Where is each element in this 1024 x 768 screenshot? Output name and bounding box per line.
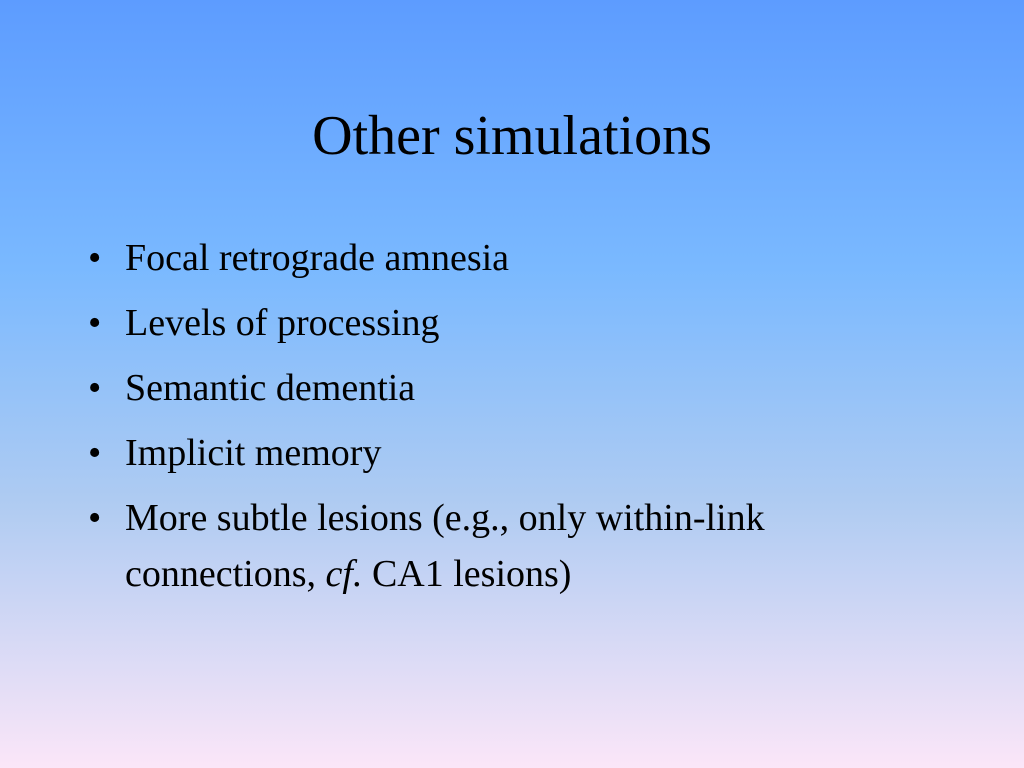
bullet-item: • Implicit memory: [88, 425, 948, 481]
bullet-icon: •: [88, 302, 102, 344]
bullet-text: Semantic dementia: [125, 367, 416, 409]
bullet-text-part: CA1 lesions): [362, 553, 572, 595]
bullet-icon: •: [88, 497, 102, 539]
bullet-text: Levels of processing: [125, 302, 440, 344]
bullet-text: Implicit memory: [125, 432, 382, 474]
bullet-item: • Levels of processing: [88, 295, 948, 351]
bullet-text: More subtle lesions (e.g., only within-l…: [125, 497, 765, 595]
bullet-text: Focal retrograde amnesia: [125, 237, 510, 279]
bullet-item: • More subtle lesions (e.g., only within…: [88, 490, 948, 602]
bullet-text-part: More subtle lesions (e.g., only within-l…: [125, 497, 765, 595]
bullet-icon: •: [88, 432, 102, 474]
bullet-text-italic: cf.: [325, 553, 363, 595]
bullet-list: • Focal retrograde amnesia • Levels of p…: [88, 230, 948, 611]
bullet-item: • Semantic dementia: [88, 360, 948, 416]
bullet-icon: •: [88, 237, 102, 279]
bullet-icon: •: [88, 367, 102, 409]
slide-title: Other simulations: [312, 105, 712, 167]
bullet-item: • Focal retrograde amnesia: [88, 230, 948, 286]
